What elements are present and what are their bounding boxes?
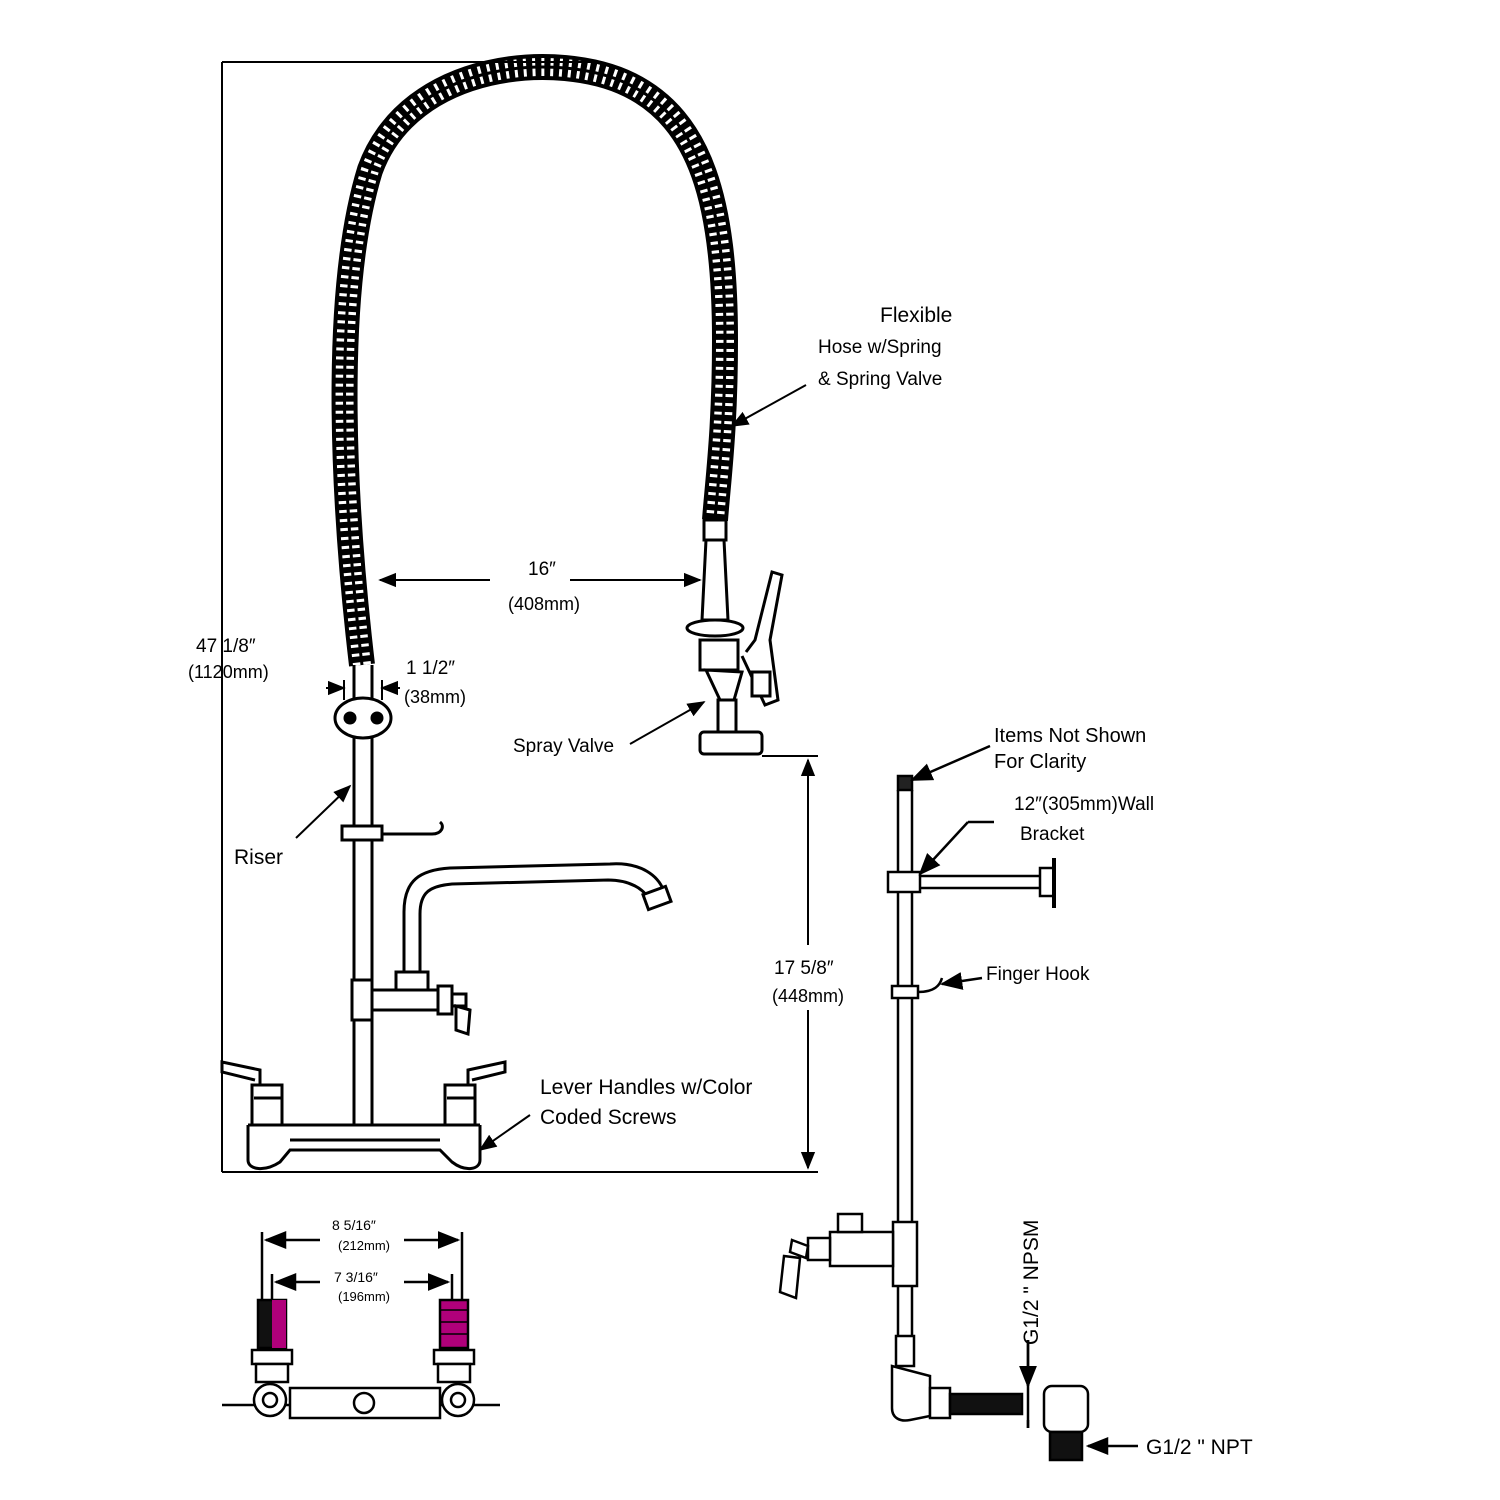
label-flexible: Flexible (880, 304, 952, 327)
label-npt: G1/2 " NPT (1146, 1436, 1253, 1459)
base-top-view (222, 1231, 500, 1420)
dim-riser-dia: 1 1/2″ (406, 658, 455, 679)
label-riser: Riser (234, 846, 283, 869)
dim-inner-centers-mm: (196mm) (338, 1289, 390, 1304)
flexible-hose (331, 54, 739, 667)
dim-inner-centers: 7 3/16″ (334, 1269, 378, 1285)
label-finger-hook: Finger Hook (986, 964, 1090, 985)
label-lever-line1: Lever Handles w/Color (540, 1076, 752, 1099)
label-npsm: G1/2 " NPSM (1020, 1220, 1043, 1345)
swing-spout (350, 862, 673, 1037)
dimension-lines (221, 61, 818, 1173)
dim-overall-height-mm: (1120mm) (188, 662, 269, 682)
dim-reach-mm: (408mm) (508, 594, 580, 614)
dim-overall-height: 47 1/8″ (196, 636, 256, 657)
label-items-line1: Items Not Shown (994, 725, 1146, 747)
label-items-line2: For Clarity (994, 751, 1086, 773)
label-bracket-line1: 12″(305mm)Wall (1014, 794, 1154, 815)
faucet-base (220, 1060, 507, 1170)
riser-pipe (333, 665, 444, 1125)
label-hose-line2: & Spring Valve (818, 369, 942, 390)
label-spray-valve: Spray Valve (513, 736, 614, 757)
label-hose-line1: Hose w/Spring (818, 337, 942, 358)
dim-reach: 16″ (528, 559, 556, 580)
label-bracket-line2: Bracket (1020, 824, 1085, 845)
dim-outer-centers-mm: (212mm) (338, 1238, 390, 1253)
dim-outer-centers: 8 5/16″ (332, 1217, 376, 1233)
dim-valve-height: 17 5/8″ (774, 958, 834, 979)
label-lever-line2: Coded Screws (540, 1106, 677, 1129)
spray-valve (685, 518, 784, 756)
text-labels: Flexible Hose w/Spring & Spring Valve Sp… (188, 304, 1253, 1459)
main-faucet-drawing (220, 54, 784, 1170)
side-view (778, 744, 1138, 1462)
dim-riser-dia-mm: (38mm) (404, 687, 466, 707)
dim-valve-height-mm: (448mm) (772, 986, 844, 1006)
